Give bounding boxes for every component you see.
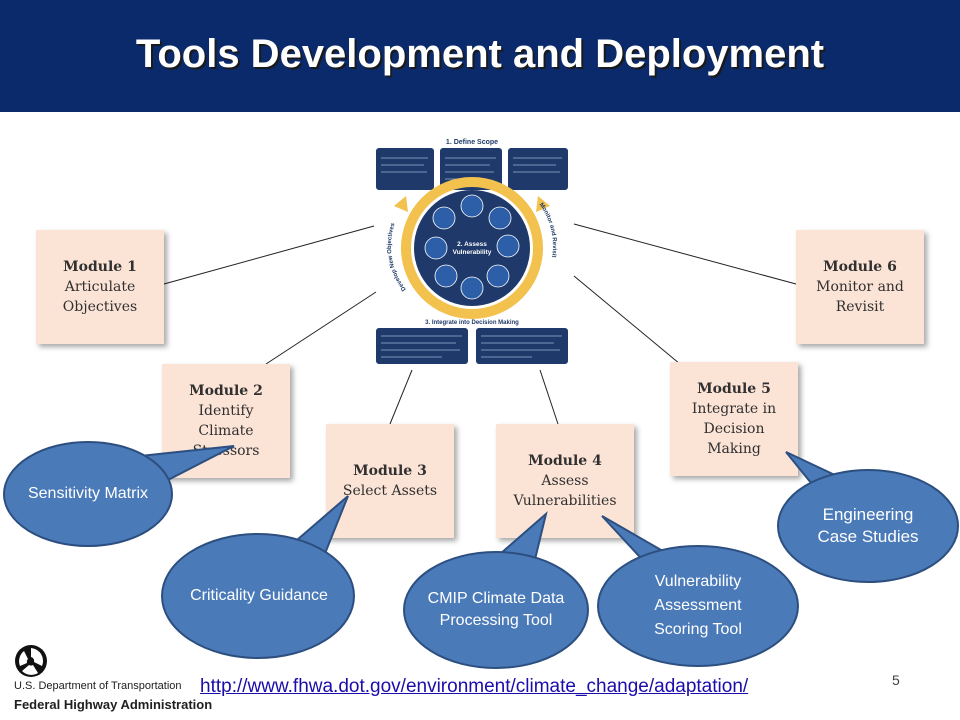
cycle-arrow-ring <box>401 177 543 319</box>
assess-label-line2: Vulnerability <box>453 249 492 256</box>
assess-label-line1: 2. Assess <box>457 241 487 248</box>
integrate-box-1 <box>376 328 468 364</box>
module-title: Module 6 <box>823 259 897 275</box>
module-title: Module 5 <box>697 381 771 397</box>
module-title: Module 4 <box>528 453 602 469</box>
bubble-label: Vulnerability <box>654 573 742 590</box>
cmip-bubble-text: CMIP Climate Data Processing Tool <box>404 588 588 632</box>
module-2-box: Module 2 Identify Climate Stressors <box>162 364 290 478</box>
module-text: Select Assets <box>342 483 438 499</box>
sensitivity-bubble-text: Sensitivity Matrix <box>4 483 172 505</box>
vulnerability-bubble <box>597 545 799 667</box>
integrate-box-2 <box>476 328 568 364</box>
bubble-label: Processing Tool <box>439 612 553 629</box>
vulnerability-bubble-text: Vulnerability Assessment Scoring Tool <box>598 570 798 642</box>
module-text: Vulnerabilities <box>513 493 617 509</box>
module-1-box: Module 1 Articulate Objectives <box>36 230 164 344</box>
title-banner <box>0 0 960 112</box>
engineering-bubble-text: Engineering Case Studies <box>778 504 958 548</box>
module-text: Articulate <box>64 279 136 295</box>
module-title: Module 3 <box>353 463 427 479</box>
module-5-box: Module 5 Integrate in Decision Making <box>670 362 798 476</box>
module-title: Module 1 <box>63 259 137 275</box>
bubble-label: Assessment <box>654 597 742 614</box>
cycle-arrow-head-left <box>394 196 408 212</box>
bubble-label: Case Studies <box>817 527 919 546</box>
module-text: Climate <box>198 423 254 439</box>
bubble-label: Criticality Guidance <box>190 587 328 604</box>
cycle-arrow-head-right <box>536 196 550 212</box>
module-text: Integrate in <box>691 401 777 417</box>
page-title: Tools Development and Deployment <box>135 32 825 76</box>
bubble-label: Sensitivity Matrix <box>27 485 149 502</box>
criticality-bubble-text: Criticality Guidance <box>164 585 354 607</box>
cmip-bubble <box>403 551 589 669</box>
module-3-box: Module 3 Select Assets <box>326 424 454 538</box>
module-text: Revisit <box>835 299 885 315</box>
scope-box-1 <box>376 148 434 190</box>
bubble-label: CMIP Climate Data <box>427 590 565 607</box>
module-text: Monitor and <box>816 279 904 295</box>
criticality-bubble <box>161 533 355 659</box>
agency-name: U.S. Department of Transportation <box>14 680 182 692</box>
module-text: Decision <box>703 421 765 437</box>
module-6-box: Module 6 Monitor and Revisit <box>796 230 924 344</box>
bubble-label: Engineering <box>822 505 914 524</box>
framework-graphic: 1. Define Scope 2. Assess Vulnerability … <box>376 139 568 364</box>
integrate-label: 3. Integrate into Decision Making <box>425 320 519 326</box>
bubble-label: Scoring Tool <box>654 621 742 638</box>
module-text: Objectives <box>62 299 138 315</box>
module-text: Making <box>707 441 761 457</box>
define-scope-label: 1. Define Scope <box>446 139 498 146</box>
dot-logo-icon <box>15 645 47 677</box>
module-4-box: Module 4 Assess Vulnerabilities <box>496 424 634 538</box>
module-text: Identify <box>198 403 254 419</box>
engineering-bubble <box>777 469 959 583</box>
page-number: 5 <box>892 672 900 688</box>
module-title: Module 2 <box>189 383 263 399</box>
adaptation-link[interactable]: http://www.fhwa.dot.gov/environment/clim… <box>200 676 749 697</box>
module-text: Assess <box>541 473 589 489</box>
agency-subname: Federal Highway Administration <box>14 697 213 712</box>
sensitivity-bubble <box>3 441 173 547</box>
scope-box-3 <box>508 148 568 190</box>
